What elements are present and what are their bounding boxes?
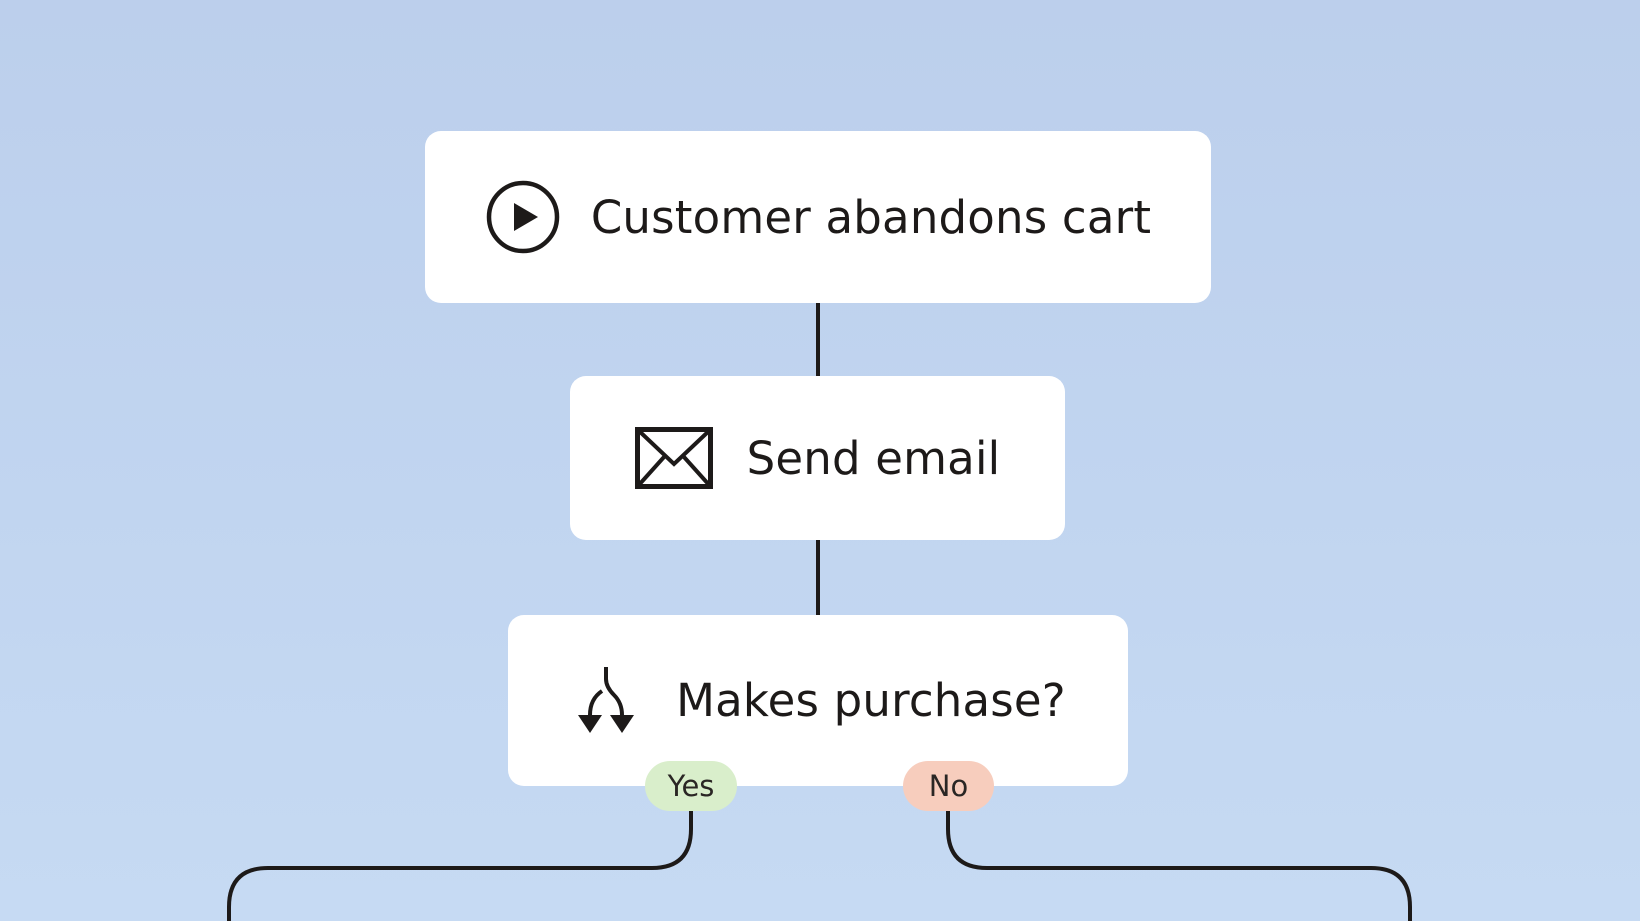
split-arrows-icon — [570, 665, 642, 737]
decision-node[interactable]: Makes purchase? — [508, 615, 1128, 786]
envelope-icon — [634, 427, 713, 489]
connector-yes-branch — [227, 811, 693, 921]
send-email-node[interactable]: Send email — [570, 376, 1065, 540]
trigger-node[interactable]: Customer abandons cart — [425, 131, 1211, 303]
send-email-label: Send email — [746, 431, 1001, 485]
play-circle-icon — [485, 179, 561, 255]
connector-no-branch — [946, 811, 1412, 921]
yes-branch-badge[interactable]: Yes — [645, 761, 737, 811]
decision-label: Makes purchase? — [676, 674, 1066, 727]
no-branch-badge[interactable]: No — [903, 761, 994, 811]
trigger-label: Customer abandons cart — [590, 190, 1152, 244]
